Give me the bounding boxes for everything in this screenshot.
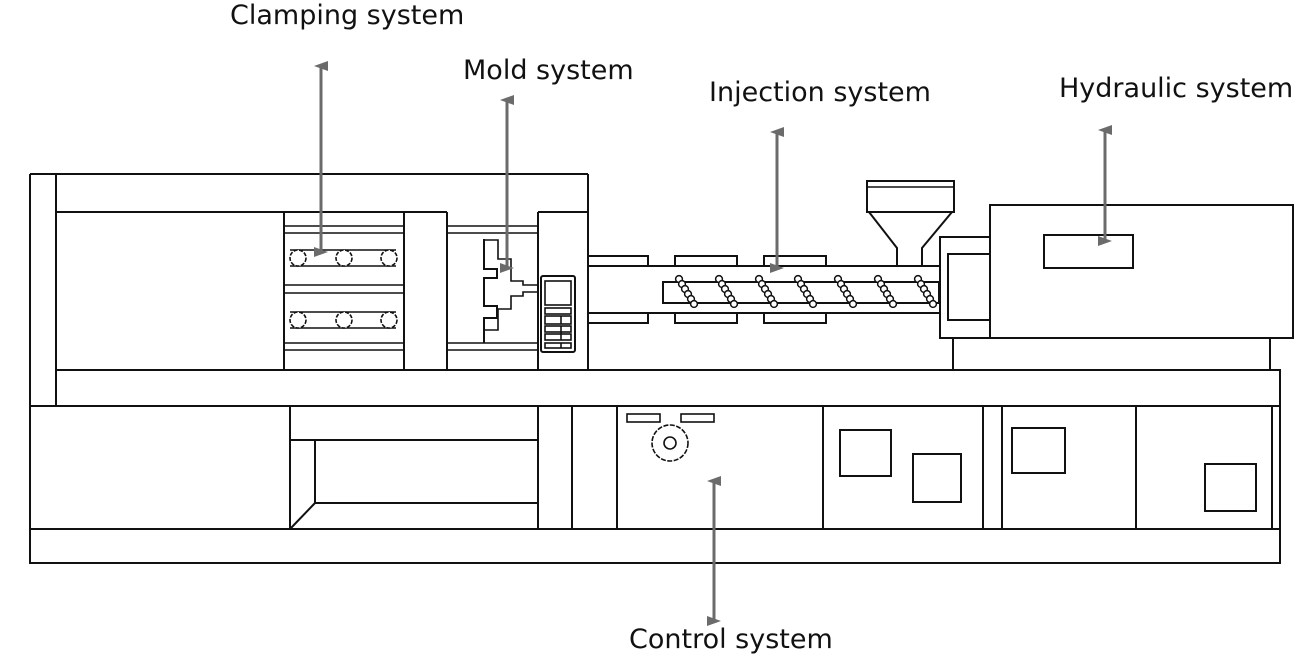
mold-unit — [483, 211, 588, 370]
indicator-slot — [626, 413, 661, 423]
heater-band — [674, 312, 738, 324]
screw-flight — [793, 274, 818, 309]
machine-base — [29, 405, 1281, 564]
heater-band — [674, 255, 738, 267]
control-cabinet — [626, 413, 715, 462]
hydraulic-gauge-panel — [1043, 234, 1134, 269]
heater-band — [763, 312, 827, 324]
cabinet-panel — [912, 453, 962, 503]
injection-unit — [587, 180, 955, 324]
screw-flight — [873, 274, 898, 309]
control-knob-icon — [651, 424, 689, 462]
base-frame — [29, 405, 1281, 564]
heater-band — [587, 255, 649, 267]
cabinet-panel — [1204, 463, 1257, 512]
hydraulic-cabinet — [989, 204, 1294, 339]
base-drawer — [290, 439, 538, 529]
cabinet-panel — [1011, 427, 1066, 474]
clamping-system-label: Clamping system — [230, 0, 465, 31]
screw-flight — [674, 274, 699, 309]
screw-flight — [833, 274, 858, 309]
hopper — [866, 180, 955, 266]
heater-band — [763, 255, 827, 267]
control-system-label: Control system — [629, 624, 833, 655]
machine-frame — [29, 173, 1281, 407]
hydraulic-unit — [939, 204, 1294, 370]
screw-flight — [714, 274, 739, 309]
screw-flight — [754, 274, 779, 309]
screw-flights — [674, 274, 938, 309]
injection-system-label: Injection system — [709, 77, 931, 108]
clamping-unit — [283, 212, 538, 370]
mold-system-label: Mold system — [463, 55, 634, 86]
bed-platform — [55, 369, 1281, 407]
cabinet-panel — [839, 429, 892, 477]
heater-band — [587, 312, 649, 324]
screw-flight — [913, 274, 938, 309]
toggle-link-lower — [289, 311, 398, 329]
hydraulic-system-label: Hydraulic system — [1059, 73, 1294, 104]
indicator-slot — [680, 413, 715, 423]
operator-keypad-icon — [540, 275, 576, 353]
toggle-link-upper — [289, 249, 398, 267]
control-knob-center-icon — [663, 436, 677, 450]
